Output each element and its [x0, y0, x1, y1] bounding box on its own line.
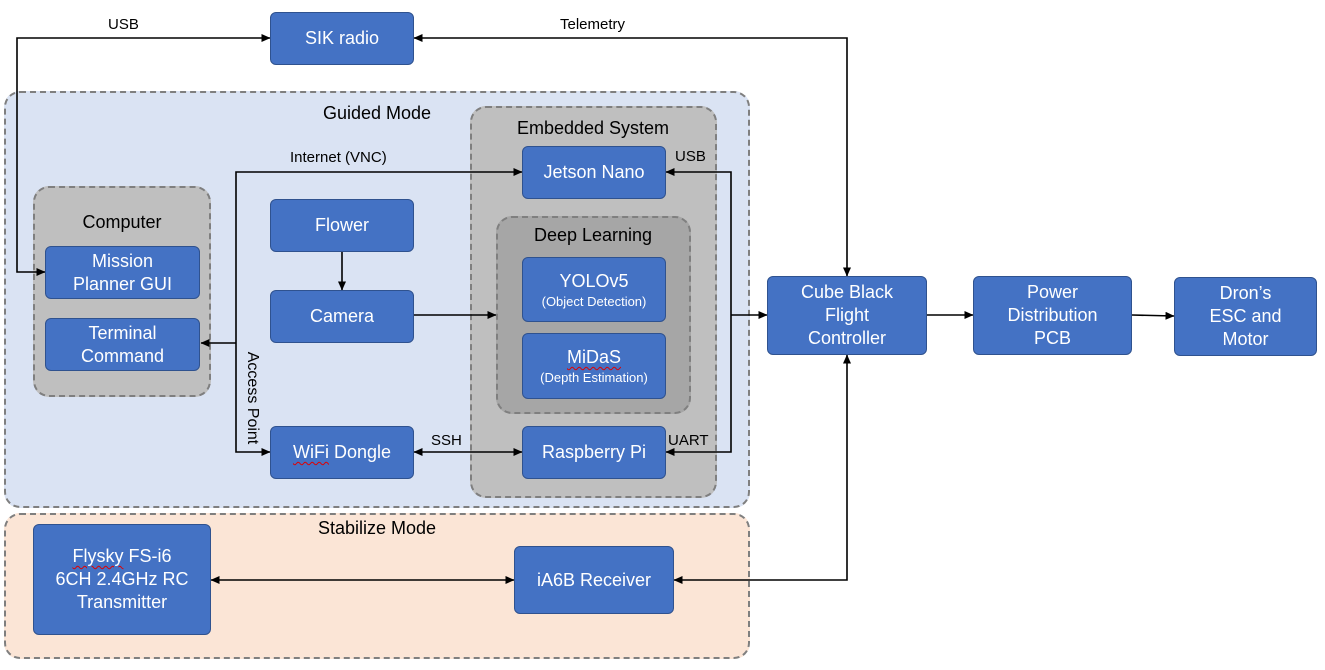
usb-jetson-label: USB: [675, 148, 706, 165]
ssh-label: SSH: [431, 432, 462, 449]
power-distribution-line-3: PCB: [1033, 328, 1071, 348]
uart-label: UART: [668, 432, 709, 449]
cube-black-node: Cube Black Flight Controller: [767, 276, 927, 355]
access-point-label: Access Point: [244, 351, 261, 445]
midas-node: MiDaS (Depth Estimation): [522, 333, 666, 399]
yolov5-node: YOLOv5 (Object Detection): [522, 257, 666, 322]
yolov5-subtitle: (Object Detection): [541, 293, 647, 309]
mission-planner-line-2: Planner GUI: [72, 273, 173, 294]
wifi-dongle-word-1: WiFi: [292, 442, 329, 462]
ia6b-receiver-text: iA6B Receiver: [536, 569, 652, 590]
flysky-word-2: FS-i6: [123, 546, 172, 566]
raspberry-pi-node: Raspberry Pi: [522, 426, 666, 479]
flysky-line-3: Transmitter: [76, 592, 168, 612]
midas-subtitle: (Depth Estimation): [540, 370, 648, 385]
wifi-dongle-word-2: Dongle: [328, 442, 392, 462]
edge-usb-jetson: [665, 168, 732, 315]
terminal-command-node: Terminal Command: [45, 318, 200, 371]
esc-motor-line-3: Motor: [1222, 329, 1269, 349]
edge-internet-vnc: [235, 168, 523, 343]
mission-planner-node: Mission Planner GUI: [45, 246, 200, 299]
flower-node: Flower: [270, 199, 414, 252]
camera-node: Camera: [270, 290, 414, 343]
edge-access-point: [235, 343, 271, 456]
mission-planner-line-1: Mission: [91, 250, 153, 271]
cube-black-line-2: Flight: [824, 305, 869, 325]
telemetry-label: Telemetry: [560, 16, 626, 33]
terminal-command-line-2: Command: [80, 345, 165, 366]
edge-ia6b-cube: [673, 354, 851, 584]
edge-usb-mission-sik: [16, 34, 271, 276]
flysky-line-2: 6CH 2.4GHz RC: [55, 569, 189, 589]
power-distribution-line-2: Distribution: [1007, 305, 1098, 325]
internet-vnc-label: Internet (VNC): [290, 149, 387, 166]
flower-text: Flower: [314, 215, 369, 235]
raspberry-pi-text: Raspberry Pi: [541, 442, 647, 462]
terminal-command-line-1: Terminal: [88, 322, 157, 343]
power-distribution-line-1: Power: [1026, 282, 1079, 302]
cube-black-line-1: Cube Black: [800, 282, 894, 302]
yolov5-name: YOLOv5: [559, 270, 629, 291]
cube-black-line-3: Controller: [807, 328, 887, 348]
sik-radio-text: SIK radio: [304, 28, 380, 48]
esc-motor-node: Dron’s ESC and Motor: [1174, 277, 1317, 356]
sik-radio-node: SIK radio: [270, 12, 414, 65]
stabilize-mode-label: Stabilize Mode: [317, 518, 437, 538]
flysky-transmitter-node: Flysky FS-i6 6CH 2.4GHz RC Transmitter: [33, 524, 211, 635]
flysky-word-1: Flysky: [72, 546, 124, 566]
jetson-nano-node: Jetson Nano: [522, 146, 666, 199]
wifi-dongle-node: WiFi Dongle: [270, 426, 414, 479]
wifi-dongle-text: WiFi Dongle: [293, 441, 391, 464]
usb-label: USB: [108, 16, 139, 33]
midas-name: MiDaS: [566, 347, 621, 367]
guided-mode-label: Guided Mode: [322, 103, 432, 123]
jetson-nano-text: Jetson Nano: [543, 162, 645, 182]
edge-power-esc: [1131, 311, 1175, 320]
edge-telemetry: [413, 34, 851, 277]
ia6b-receiver-node: iA6B Receiver: [514, 546, 674, 614]
power-distribution-node: Power Distribution PCB: [973, 276, 1132, 355]
flysky-line-1: Flysky FS-i6: [72, 545, 171, 568]
camera-text: Camera: [309, 306, 375, 326]
esc-motor-line-2: ESC and: [1209, 306, 1282, 326]
esc-motor-line-1: Dron’s: [1219, 283, 1272, 303]
